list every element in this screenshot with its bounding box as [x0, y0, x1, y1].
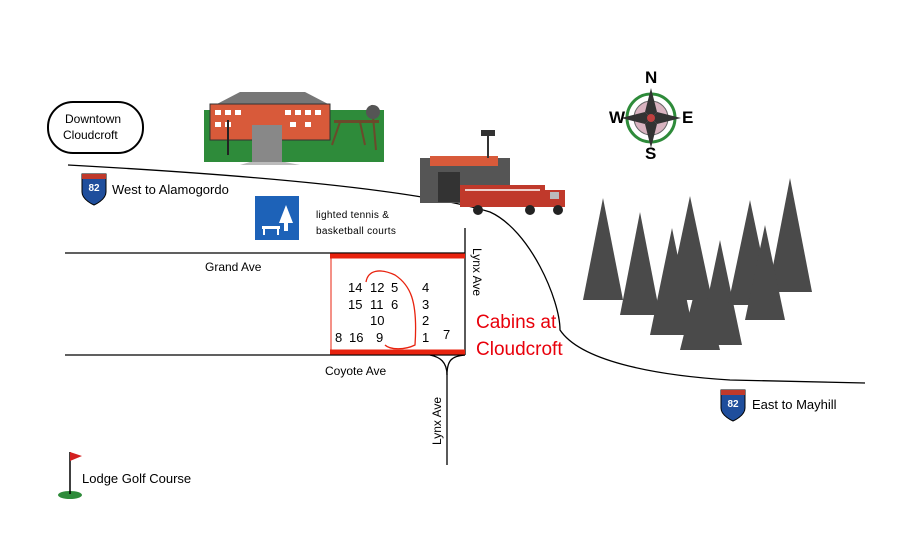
pine-trees-icon	[583, 178, 812, 350]
cabin-11[interactable]: 11	[370, 297, 384, 312]
compass-rose-icon	[621, 88, 681, 148]
cabin-6[interactable]: 6	[391, 297, 399, 312]
compass-west-label: W	[609, 108, 626, 127]
cabin-7[interactable]: 7	[443, 327, 451, 342]
cabins-label-line2: Cloudcroft	[476, 339, 563, 360]
tennis-courts-sign-icon	[255, 196, 299, 240]
tennis-label-line2: basketball courts	[316, 226, 397, 237]
cabin-15[interactable]: 15	[348, 297, 363, 312]
lynx-ave-upper-label: Lynx Ave	[470, 248, 484, 297]
compass-south-label: S	[645, 144, 657, 163]
route-82-shield-west-icon	[81, 173, 107, 206]
cabin-8[interactable]: 8	[335, 330, 343, 345]
svg-text:82: 82	[727, 399, 739, 410]
cabin-5[interactable]: 5	[391, 280, 399, 295]
compass-east-label: E	[682, 108, 694, 127]
school-building-icon	[204, 92, 384, 165]
downtown-label: Downtown	[65, 112, 122, 126]
cabin-3[interactable]: 3	[422, 297, 430, 312]
route-82-shield-east-number: 82	[727, 399, 739, 410]
cabin-10[interactable]: 10	[370, 313, 385, 328]
cabin-1[interactable]: 1	[422, 330, 430, 345]
highway-82-road	[67, 164, 866, 384]
cabins-label-line1: Cabins at	[476, 312, 557, 333]
cabin-14[interactable]: 14	[348, 280, 363, 295]
lynx-ave-road-curve-2	[429, 354, 448, 376]
tennis-label-line1: lighted tennis &	[316, 210, 390, 221]
cabin-2[interactable]: 2	[422, 313, 430, 328]
golf-flag-icon	[58, 452, 82, 499]
coyote-ave-label: Coyote Ave	[325, 364, 387, 378]
cabin-9[interactable]: 9	[376, 330, 384, 345]
lynx-ave-road-curve	[446, 354, 466, 465]
fire-station-icon	[420, 130, 565, 215]
cabin-4[interactable]: 4	[422, 280, 430, 295]
cabins-property-outline	[330, 253, 465, 355]
compass-north-label: N	[645, 68, 658, 87]
svg-text:82: 82	[88, 183, 100, 194]
east-to-mayhill-label: East to Mayhill	[752, 397, 837, 412]
downtown-oval[interactable]	[47, 101, 144, 154]
cabin-16[interactable]: 16	[349, 330, 364, 345]
grand-ave-label: Grand Ave	[205, 260, 262, 274]
route-82-shield-east-icon	[720, 389, 746, 422]
cloudcroft-label: Cloudcroft	[63, 128, 118, 142]
route-82-shield-west-number: 82	[88, 183, 100, 194]
cabin-12[interactable]: 12	[370, 280, 385, 295]
west-to-alamogordo-label: West to Alamogordo	[112, 182, 229, 197]
lynx-ave-lower-label: Lynx Ave	[430, 396, 444, 445]
golf-course-label: Lodge Golf Course	[82, 471, 192, 486]
